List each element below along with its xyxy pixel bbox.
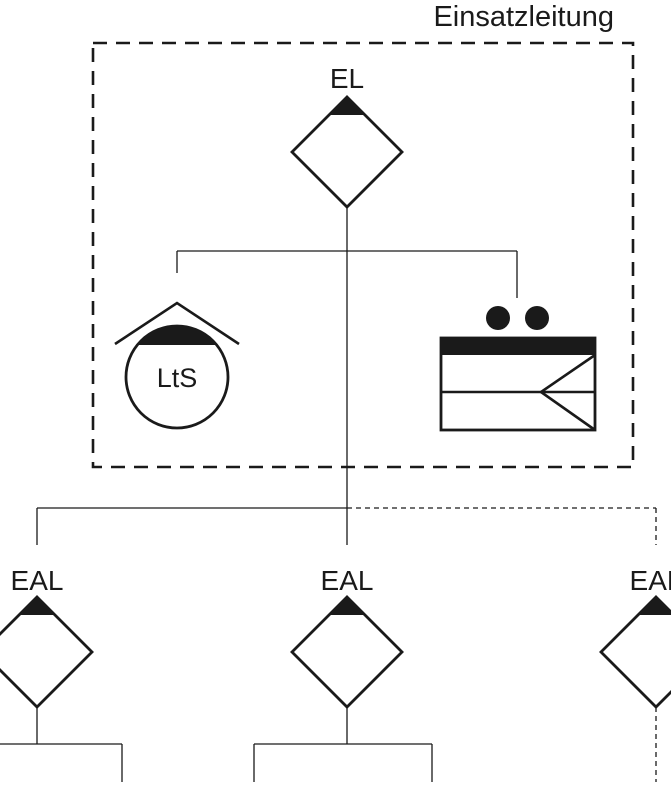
staff-circle-cap bbox=[137, 325, 217, 345]
section-leader-2-diamond bbox=[290, 595, 404, 709]
unit-pennant bbox=[538, 353, 596, 432]
section-leader-1-label: EAL bbox=[11, 565, 64, 596]
connector-lines bbox=[0, 207, 657, 782]
group-title: Einsatzleitung bbox=[433, 1, 614, 33]
section-leader-3-label: EAL bbox=[630, 565, 671, 596]
unit-top-bar bbox=[441, 338, 595, 355]
section-leader-3-rank-marker bbox=[638, 597, 671, 615]
section-leader-2-rank-marker bbox=[329, 597, 365, 615]
leader-label: EL bbox=[330, 63, 364, 94]
staff-roof bbox=[114, 301, 240, 346]
unit-dot-right bbox=[525, 306, 549, 330]
command-unit-symbol bbox=[439, 306, 597, 432]
leader-symbol: EL bbox=[290, 63, 404, 209]
einsatzleitung-group-frame bbox=[91, 41, 635, 469]
section-leader-3-diamond bbox=[599, 595, 671, 709]
staff-label: LtS bbox=[157, 363, 198, 393]
section-leader-2: EAL bbox=[290, 565, 404, 709]
section-leader-1-diamond bbox=[0, 595, 94, 709]
section-leader-1: EAL bbox=[0, 565, 94, 709]
leader-rank-marker bbox=[329, 97, 365, 115]
leader-diamond bbox=[290, 95, 404, 209]
section-leader-1-rank-marker bbox=[19, 597, 55, 615]
unit-dot-left bbox=[486, 306, 510, 330]
section-leader-3: EAL bbox=[599, 565, 671, 709]
staff-symbol: LtS bbox=[114, 301, 240, 430]
section-leader-2-label: EAL bbox=[321, 565, 374, 596]
